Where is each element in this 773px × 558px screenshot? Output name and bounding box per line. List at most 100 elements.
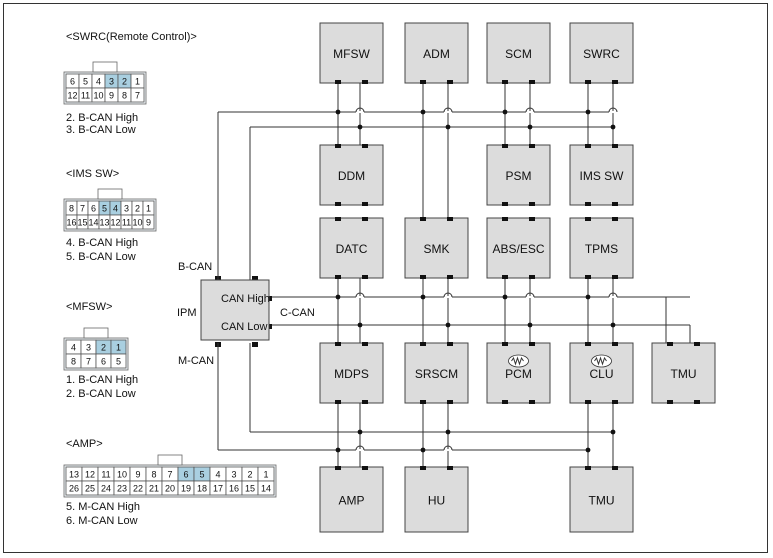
module-box [486, 144, 551, 206]
b-can-label: B-CAN [178, 261, 212, 273]
module-amp: AMP [319, 466, 384, 533]
pin [529, 202, 535, 206]
pin [362, 400, 368, 404]
pin [502, 275, 508, 279]
module-scm: SCM [486, 22, 551, 84]
pin [335, 202, 341, 206]
module-box [404, 342, 469, 404]
module-label: AMP [338, 494, 364, 508]
module-box [651, 342, 716, 404]
junction-dot [502, 109, 508, 115]
pin-cell [110, 353, 127, 369]
pin-number: 25 [85, 483, 95, 493]
module-label: ADM [423, 47, 450, 61]
pin-note: 3. B-CAN Low [66, 124, 136, 136]
pin [335, 275, 341, 279]
pin-number: 6 [91, 203, 96, 213]
module-hu: HU [404, 466, 469, 533]
module-tpms: TPMS [569, 217, 634, 279]
junction-dot [420, 109, 426, 115]
module-box [486, 342, 551, 404]
pin-cell [142, 214, 155, 230]
pin-number: 8 [71, 356, 76, 366]
ipm-can-high-label: CAN High [221, 293, 270, 305]
pin-cell [257, 480, 275, 496]
pin [335, 400, 341, 404]
pin [335, 466, 341, 470]
ipm-box [200, 279, 270, 341]
pin-number: 13 [99, 217, 109, 227]
pin-number: 12 [67, 90, 77, 100]
junction-dot [357, 322, 363, 328]
bus-wires [215, 83, 691, 467]
module-label: DDM [338, 169, 365, 183]
pin-note: 6. M-CAN Low [66, 515, 138, 527]
pin [529, 80, 535, 84]
pin-number: 12 [85, 469, 95, 479]
pin-note: 4. B-CAN High [66, 237, 138, 249]
pin [362, 342, 368, 346]
crossing-gap [609, 111, 617, 113]
junction-dot [357, 429, 363, 435]
module-tmu: TMU [569, 466, 634, 533]
pin [447, 342, 453, 346]
module-label: MFSW [333, 47, 370, 61]
pin [529, 342, 535, 346]
module-mfsw: MFSW [319, 22, 384, 84]
pin [447, 400, 453, 404]
pin-number: 26 [69, 483, 79, 493]
pin-number: 10 [132, 217, 142, 227]
junction-dot [527, 124, 533, 130]
junction-dot [335, 447, 341, 453]
pin-number: 1 [146, 203, 151, 213]
pin [502, 400, 508, 404]
ipm-pin [252, 342, 258, 347]
pin-note: 1. B-CAN High [66, 374, 138, 386]
module-pcm: PCM [486, 342, 551, 404]
module-box [319, 144, 384, 206]
pin [362, 466, 368, 470]
pin [585, 202, 591, 206]
module-box [486, 217, 551, 279]
pin [502, 80, 508, 84]
connector-latch [157, 454, 183, 466]
pin-number: 3 [124, 203, 129, 213]
pin [529, 144, 535, 148]
module-box [404, 22, 469, 84]
module-label: SCM [505, 47, 532, 61]
module-box [404, 217, 469, 279]
pin [420, 342, 426, 346]
crossing-hop [443, 107, 453, 113]
pin-number: 3 [231, 469, 236, 479]
crossing-gap [444, 296, 452, 298]
pin [612, 144, 618, 148]
pin [447, 217, 453, 221]
pin-number: 4 [113, 203, 118, 213]
module-label: IMS SW [580, 169, 625, 183]
module-box [404, 466, 469, 533]
pin [694, 342, 700, 346]
pin-number: 14 [261, 483, 271, 493]
pin-number: 15 [77, 217, 87, 227]
module-box [569, 217, 634, 279]
crossing-gap [526, 111, 534, 113]
crossing-gap [444, 449, 452, 451]
pin-number: 2 [135, 203, 140, 213]
pin-note: 2. B-CAN High [66, 112, 138, 124]
junction-dot [445, 322, 451, 328]
pin [667, 400, 673, 404]
module-adm: ADM [404, 22, 469, 84]
crossing-gap [356, 111, 364, 113]
pin [420, 275, 426, 279]
module-tmu: TMU [651, 342, 716, 404]
pin [529, 400, 535, 404]
module-box [569, 144, 634, 206]
pin [694, 400, 700, 404]
crossing-gap [526, 296, 534, 298]
module-box [569, 22, 634, 84]
junction-dot [527, 322, 533, 328]
pin [335, 144, 341, 148]
